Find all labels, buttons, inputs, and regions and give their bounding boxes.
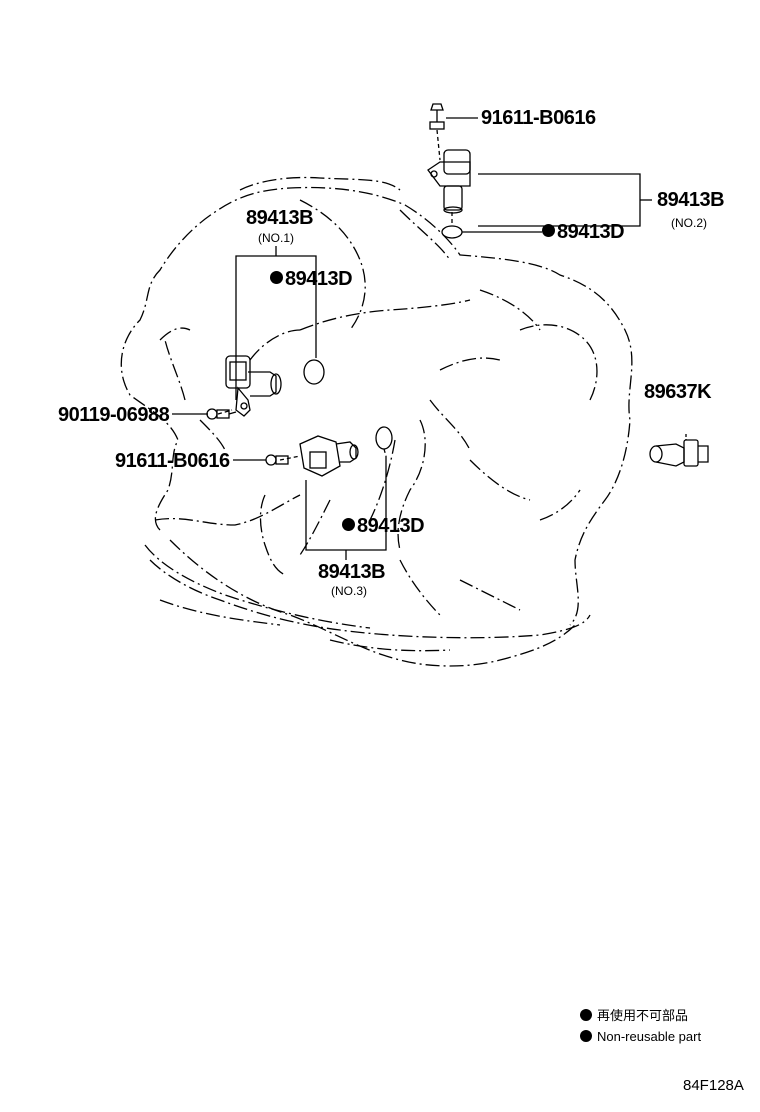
label-bolt-mid: 91611-B0616 bbox=[115, 450, 230, 472]
filled-circle-icon bbox=[580, 1009, 592, 1021]
legend-jp: 再使用不可部品 bbox=[580, 1009, 688, 1022]
label-oring-no3: 89413D bbox=[342, 516, 425, 536]
legend-en: Non-reusable part bbox=[580, 1030, 701, 1043]
speed-sensor-no1 bbox=[225, 355, 282, 417]
label-oring-no2: 89413D bbox=[542, 222, 625, 242]
label-sensor-no1-sub: (NO.1) bbox=[258, 231, 294, 245]
label-sensor-no3: 89413B bbox=[318, 561, 386, 583]
bolt-mid bbox=[265, 454, 289, 466]
label-bolt-top: 91611-B0616 bbox=[481, 107, 596, 129]
oring-no3 bbox=[375, 426, 393, 450]
oring-no2 bbox=[441, 225, 463, 239]
bolt-left bbox=[206, 408, 237, 420]
label-sensor-no2: 89413B bbox=[657, 189, 725, 211]
label-sensor-no3-sub: (NO.3) bbox=[331, 584, 367, 598]
speed-sensor-no2 bbox=[427, 149, 471, 214]
non-reusable-marker-icon bbox=[270, 271, 283, 284]
non-reusable-marker-icon bbox=[542, 224, 555, 237]
non-reusable-marker-icon bbox=[342, 518, 355, 531]
assembly-dashed-lines bbox=[217, 129, 453, 461]
figure-code: 84F128A bbox=[683, 1077, 744, 1094]
label-oring-no1: 89413D bbox=[270, 269, 353, 289]
speed-sensor-no3 bbox=[299, 435, 359, 477]
label-switch: 89637K bbox=[644, 381, 712, 403]
label-sensor-no1: 89413B bbox=[246, 207, 314, 229]
transaxle-housing-outline bbox=[120, 176, 633, 667]
switch-89637k bbox=[649, 434, 709, 467]
leader-lines bbox=[172, 117, 652, 560]
oring-no1 bbox=[303, 359, 325, 385]
bolt-top bbox=[429, 103, 445, 130]
label-bolt-left: 90119-06988 bbox=[58, 404, 170, 426]
label-sensor-no2-sub: (NO.2) bbox=[671, 216, 707, 230]
filled-circle-icon bbox=[580, 1030, 592, 1042]
